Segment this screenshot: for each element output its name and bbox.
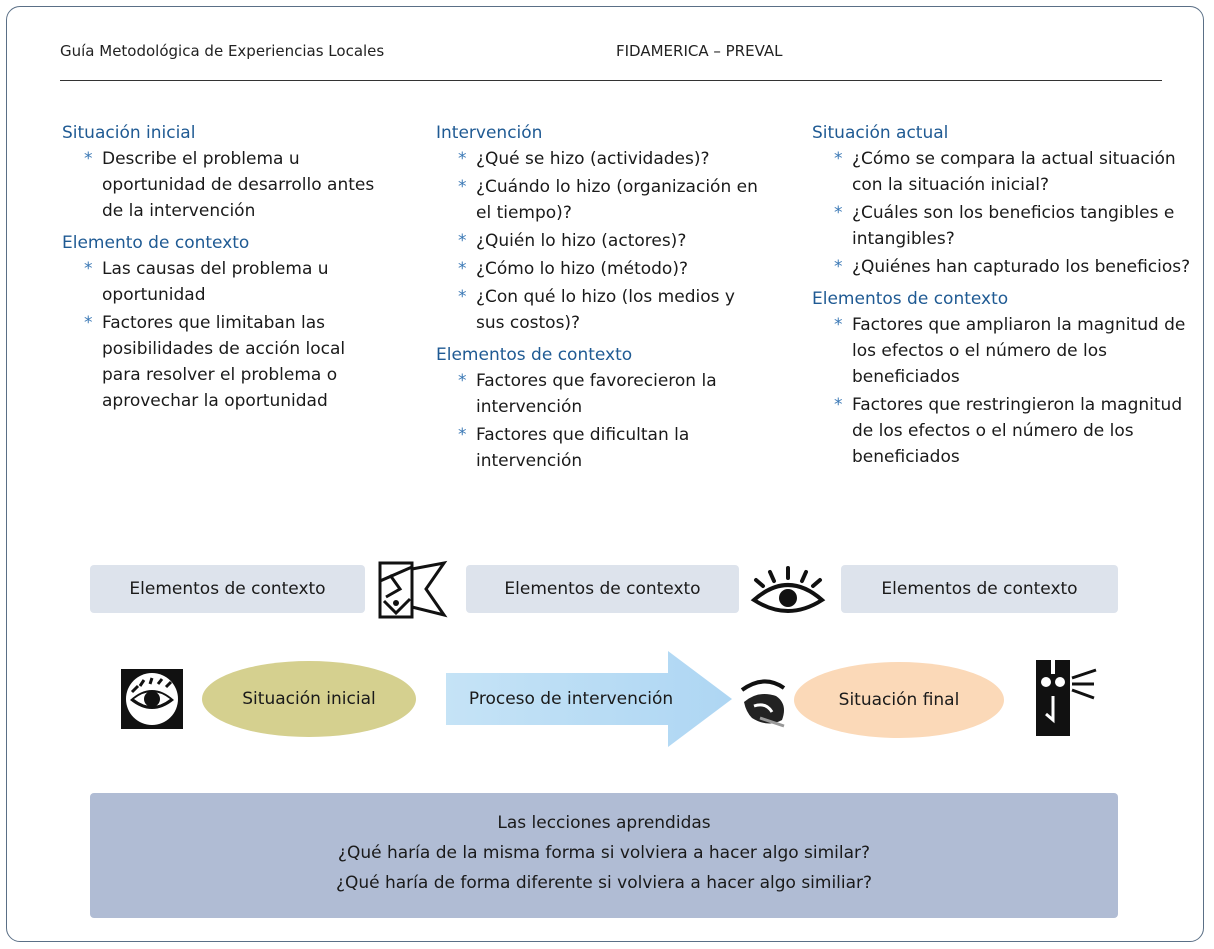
list-item-text: ¿Qué se hizo (actividades)? bbox=[476, 149, 710, 169]
header-divider bbox=[60, 80, 1162, 81]
asterisk-icon: * bbox=[834, 395, 843, 415]
list-item-text: Factores que favorecieron la intervenció… bbox=[476, 371, 717, 417]
initial-situation-oval: Situación inicial bbox=[202, 661, 416, 737]
section-heading: Elementos de contexto bbox=[436, 345, 633, 365]
section-heading: Situación inicial bbox=[62, 123, 196, 143]
column-initial-situation: Situación inicial * Describe el problema … bbox=[62, 120, 382, 416]
list-item-text: ¿Cómo se compara la actual situación con… bbox=[852, 149, 1176, 195]
mask-face-icon bbox=[378, 560, 448, 619]
list-item-text: Factores que dificultan la intervención bbox=[476, 425, 690, 471]
list-item-text: Factores que limitaban las posibilidades… bbox=[102, 313, 346, 411]
list-item: * Describe el problema u oportunidad de d… bbox=[84, 146, 382, 224]
asterisk-icon: * bbox=[458, 177, 467, 197]
list-item: * Las causas del problema u oportunidad bbox=[84, 256, 382, 308]
bullet-list: * Las causas del problema u oportunidad *… bbox=[62, 256, 382, 414]
bullet-list: * Factores que ampliaron la magnitud de l… bbox=[812, 312, 1192, 470]
arrow-shape-icon bbox=[446, 651, 732, 747]
section-heading: Situación actual bbox=[812, 123, 949, 143]
list-item: * ¿Cómo se compara la actual situación co… bbox=[834, 146, 1192, 198]
asterisk-icon: * bbox=[834, 203, 843, 223]
process-arrow: Proceso de intervención bbox=[446, 651, 736, 747]
column-intervention: Intervención * ¿Qué se hizo (actividades)… bbox=[436, 120, 766, 476]
list-item: * ¿Con qué lo hizo (los medios y sus cost… bbox=[458, 284, 766, 336]
list-item-text: ¿Con qué lo hizo (los medios y sus costo… bbox=[476, 287, 735, 333]
bullet-list: * ¿Cómo se compara la actual situación co… bbox=[812, 146, 1192, 280]
asterisk-icon: * bbox=[84, 313, 93, 333]
lessons-question-same: ¿Qué haría de la misma forma si volviera… bbox=[337, 843, 871, 863]
bullet-list: * Describe el problema u oportunidad de d… bbox=[62, 146, 382, 224]
list-item: * ¿Cómo lo hizo (método)? bbox=[458, 256, 766, 282]
list-item-text: Las causas del problema u oportunidad bbox=[102, 259, 329, 305]
asterisk-icon: * bbox=[84, 259, 93, 279]
bullet-list: * ¿Qué se hizo (actividades)? * ¿Cuándo lo… bbox=[436, 146, 766, 336]
context-box-initial: Elementos de contexto bbox=[90, 565, 365, 613]
list-item: * ¿Qué se hizo (actividades)? bbox=[458, 146, 766, 172]
lessons-question-different: ¿Qué haría de forma diferente si volvier… bbox=[335, 873, 873, 893]
asterisk-icon: * bbox=[458, 149, 467, 169]
list-item: * ¿Cuáles son los beneficios tangibles e … bbox=[834, 200, 1192, 252]
asterisk-icon: * bbox=[458, 287, 467, 307]
eye-circle-icon bbox=[121, 669, 183, 729]
context-box-final: Elementos de contexto bbox=[841, 565, 1118, 613]
section-heading: Elementos de contexto bbox=[812, 289, 1009, 309]
asterisk-icon: * bbox=[458, 425, 467, 445]
list-item-text: Describe el problema u oportunidad de de… bbox=[102, 149, 375, 221]
list-item: * Factores que favorecieron la intervenci… bbox=[458, 368, 766, 420]
list-item: * Factores que dificultan la intervención bbox=[458, 422, 766, 474]
asterisk-icon: * bbox=[834, 149, 843, 169]
list-item: * ¿Quién lo hizo (actores)? bbox=[458, 228, 766, 254]
list-item: * ¿Quiénes han capturado los beneficios? bbox=[834, 254, 1192, 280]
list-item-text: ¿Quién lo hizo (actores)? bbox=[476, 231, 687, 251]
asterisk-icon: * bbox=[458, 259, 467, 279]
lessons-learned-box: Las lecciones aprendidas ¿Qué haría de l… bbox=[90, 793, 1118, 918]
bullet-list: * Factores que favorecieron la intervenci… bbox=[436, 368, 766, 474]
list-item: * Factores que limitaban las posibilidade… bbox=[84, 310, 382, 414]
asterisk-icon: * bbox=[458, 371, 467, 391]
list-item: * Factores que restringieron la magnitud … bbox=[834, 392, 1192, 470]
lessons-title: Las lecciones aprendidas bbox=[497, 813, 711, 833]
list-item-text: Factores que restringieron la magnitud d… bbox=[852, 395, 1183, 467]
asterisk-icon: * bbox=[84, 149, 93, 169]
asterisk-icon: * bbox=[834, 315, 843, 335]
bird-head-icon bbox=[740, 679, 786, 728]
figure-face-icon bbox=[1036, 660, 1097, 736]
list-item: * Factores que ampliaron la magnitud de l… bbox=[834, 312, 1192, 390]
section-heading: Elemento de contexto bbox=[62, 233, 250, 253]
list-item-text: ¿Quiénes han capturado los beneficios? bbox=[852, 257, 1191, 277]
section-heading: Intervención bbox=[436, 123, 543, 143]
asterisk-icon: * bbox=[458, 231, 467, 251]
radiant-eye-icon bbox=[750, 566, 826, 613]
list-item-text: ¿Cómo lo hizo (método)? bbox=[476, 259, 688, 279]
page-frame bbox=[6, 6, 1204, 942]
list-item: * ¿Cuándo lo hizo (organización en el tie… bbox=[458, 174, 766, 226]
process-label: Proceso de intervención bbox=[468, 689, 674, 709]
list-item-text: ¿Cuándo lo hizo (organización en el tiem… bbox=[476, 177, 758, 223]
list-item-text: ¿Cuáles son los beneficios tangibles e i… bbox=[852, 203, 1175, 249]
header-document-title: Guía Metodológica de Experiencias Locale… bbox=[60, 42, 385, 60]
context-box-intervention: Elementos de contexto bbox=[466, 565, 739, 613]
column-current-situation: Situación actual * ¿Cómo se compara la ac… bbox=[812, 120, 1192, 472]
final-situation-oval: Situación final bbox=[794, 662, 1004, 738]
list-item-text: Factores que ampliaron la magnitud de lo… bbox=[852, 315, 1186, 387]
asterisk-icon: * bbox=[834, 257, 843, 277]
header-organization: FIDAMERICA – PREVAL bbox=[616, 42, 783, 60]
